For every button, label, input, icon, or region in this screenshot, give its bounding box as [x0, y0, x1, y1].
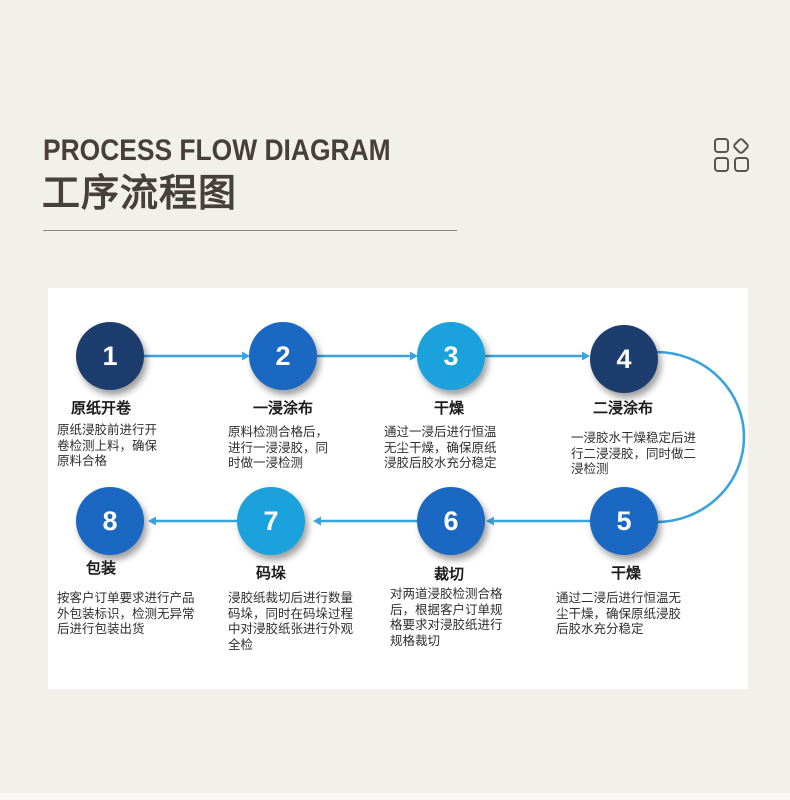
step-title: 干燥: [610, 564, 642, 582]
step-description-line: 浸胶纸裁切后进行数量: [228, 590, 354, 605]
grid-square-bottom-right: [734, 157, 749, 172]
step-description-line: 中对浸胶纸张进行外观: [228, 621, 354, 636]
step-description-line: 行二浸浸胶，同时做二: [571, 445, 697, 461]
step-description-line: 浸胶后胶水充分稳定: [384, 455, 497, 470]
grid-diamond-top-right: [733, 138, 749, 154]
connector-arc: [655, 350, 746, 524]
step-description-line: 通过二浸后进行恒温无: [556, 590, 682, 605]
arrow-1-to-2: [144, 351, 250, 361]
step-number: 1: [102, 340, 118, 371]
step-description: 浸胶纸裁切后进行数量 码垛，同时在码垛过程 中对浸胶纸张进行外观 全检: [228, 590, 353, 652]
step-number-badge: 6: [417, 487, 485, 555]
step-description-line: 原料检测合格后，: [228, 424, 329, 439]
step-description-line: 尘干燥，确保原纸浸胶: [556, 605, 682, 621]
step-description-line: 无尘干燥，确保原纸: [384, 439, 497, 455]
step-title: 包装: [85, 559, 117, 577]
arc-4-to-5: [655, 350, 746, 524]
step-number-badge: 1: [76, 322, 144, 390]
step-description-line: 浸检测: [571, 461, 609, 476]
page-title-chinese: 工序流程图: [42, 171, 238, 215]
step-description-line: 进行一浸浸胶，同: [228, 439, 329, 455]
step-number-badge: 7: [237, 487, 305, 555]
step-number-badge: 3: [417, 322, 485, 390]
step-description: 原料检测合格后， 进行一浸浸胶，同 时做一浸检测: [228, 424, 328, 471]
step-description-line: 原料合格: [57, 453, 108, 468]
title-divider: [43, 230, 457, 231]
step-number: 6: [443, 505, 459, 536]
arrowhead: [148, 516, 156, 526]
page-title-english: PROCESS FLOW DIAGRAM: [43, 134, 391, 167]
grid-diamond-icon: [714, 138, 749, 172]
step-description: 通过一浸后进行恒温 无尘干燥，确保原纸 浸胶后胶水充分稳定: [384, 424, 497, 471]
step-description-line: 全检: [228, 636, 254, 652]
grid-square-bottom-left: [714, 157, 729, 172]
arrowhead: [410, 351, 418, 361]
step-description: 对两道浸胶检测合格 后，根据客户订单规 格要求对浸胶纸进行 规格裁切: [390, 586, 503, 648]
arrow-7-to-8: [148, 516, 237, 526]
step-number-badge: 4: [590, 325, 658, 393]
step-description: 原纸浸胶前进行开 卷检测上料，确保 原料合格: [57, 422, 157, 469]
step-description: 按客户订单要求进行产品 外包装标识，检测无异常 后进行包装出货: [57, 590, 195, 637]
step-description-line: 一浸胶水干燥稳定后进: [571, 430, 697, 445]
step-title: 原纸开卷: [70, 399, 132, 417]
step-title: 码垛: [255, 564, 287, 582]
step-number-badge: 2: [249, 322, 317, 390]
step-number: 8: [102, 505, 118, 536]
arrow-6-to-7: [313, 516, 417, 526]
step-description-line: 通过一浸后进行恒温: [384, 424, 497, 439]
step-number-badge: 5: [590, 487, 658, 555]
step-description-line: 码垛，同时在码垛过程: [228, 605, 354, 621]
arrowhead: [242, 351, 250, 361]
step-title: 二浸涂布: [592, 399, 654, 417]
step-number: 2: [275, 340, 291, 371]
step-description-line: 规格裁切: [390, 632, 441, 648]
step-description-line: 对两道浸胶检测合格: [390, 586, 503, 601]
step-description-line: 原纸浸胶前进行开: [57, 422, 158, 437]
step-title: 一浸涂布: [252, 399, 314, 417]
arrowhead: [313, 516, 321, 526]
step-description-line: 后进行包装出货: [57, 621, 145, 636]
arrowhead: [582, 351, 590, 361]
step-number: 7: [263, 505, 279, 536]
step-description-line: 格要求对浸胶纸进行: [390, 617, 503, 632]
step-description-line: 外包装标识，检测无异常: [57, 605, 195, 621]
step-description-line: 卷检测上料，确保: [57, 437, 158, 453]
grid-square-top-left: [714, 138, 729, 153]
step-title: 裁切: [433, 565, 465, 583]
step-description-line: 时做一浸检测: [228, 455, 304, 470]
step-description: 通过二浸后进行恒温无 尘干燥，确保原纸浸胶 后胶水充分稳定: [556, 590, 681, 637]
step-description-line: 后胶水充分稳定: [556, 621, 644, 636]
step-title: 干燥: [433, 399, 465, 417]
step-description: 一浸胶水干燥稳定后进 行二浸浸胶，同时做二 浸检测: [571, 430, 696, 477]
arrow-5-to-6: [486, 516, 590, 526]
arrow-3-to-4: [485, 351, 590, 361]
step-description-line: 后，根据客户订单规: [390, 601, 503, 617]
step-number: 4: [616, 343, 632, 374]
step-number: 3: [443, 340, 459, 371]
step-number: 5: [616, 505, 632, 536]
step-description-line: 按客户订单要求进行产品: [57, 590, 195, 605]
arrowhead: [486, 516, 494, 526]
bottom-band: [0, 793, 790, 800]
arrow-2-to-3: [317, 351, 418, 361]
step-number-badge: 8: [76, 487, 144, 555]
